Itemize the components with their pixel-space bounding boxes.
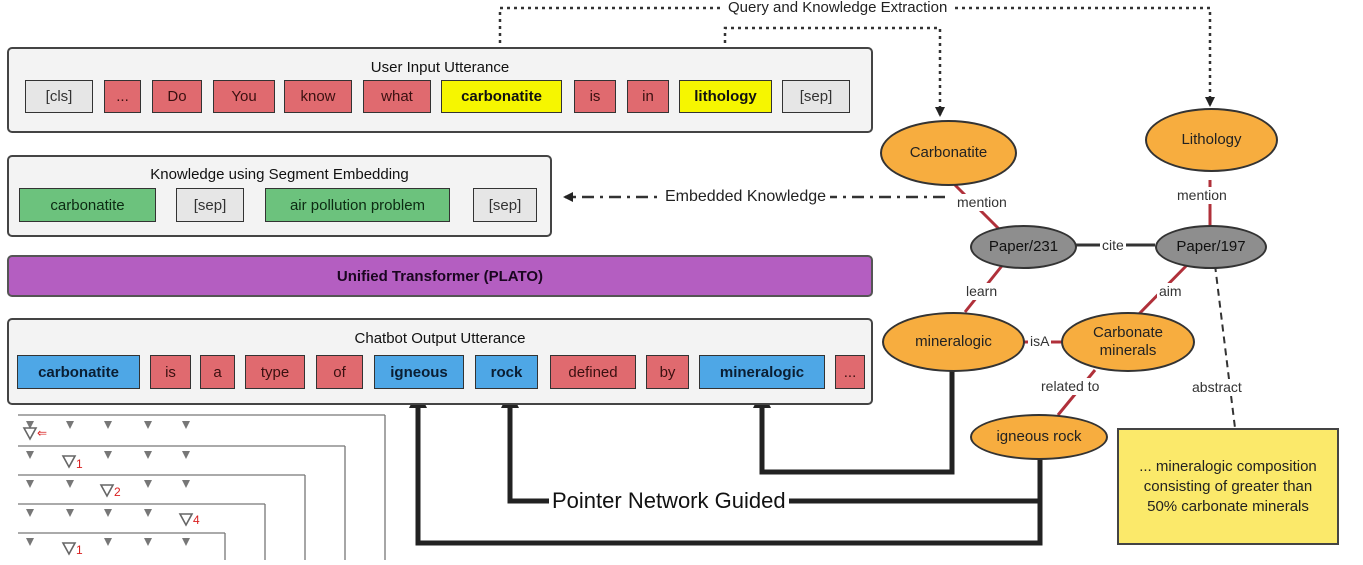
extraction-label: Query and Knowledge Extraction [724, 0, 952, 17]
pointer-inset [18, 414, 386, 560]
edge-abstract [1214, 264, 1236, 429]
pointer-inset-selectors [22, 427, 194, 556]
node-paper-197: Paper/197 [1155, 225, 1267, 269]
user-input-title: User Input Utterance [370, 59, 510, 76]
node-lithology: Lithology [1145, 108, 1278, 172]
output-token-of: of [316, 355, 363, 389]
input-token-do: Do [152, 80, 202, 113]
edge-label-isa: isA [1028, 333, 1052, 350]
input-token-you: You [213, 80, 275, 113]
output-token-defined: defined [550, 355, 636, 389]
input-token-in: in [627, 80, 669, 113]
input-token-lithology: lithology [679, 80, 772, 113]
node-mineralogic: mineralogic [882, 312, 1025, 372]
pointer-arrow-mineralogic [753, 367, 955, 475]
output-token-a: a [200, 355, 235, 389]
output-token-is: is [150, 355, 191, 389]
node-igneous-rock: igneous rock [970, 414, 1108, 460]
input-token-what: what [363, 80, 431, 113]
inset-label-4: 1 [76, 543, 83, 557]
edge-label-mention-1: mention [955, 194, 1009, 211]
inset-label-2: 2 [114, 485, 121, 499]
knowledge-token-air-pollution: air pollution problem [265, 188, 450, 222]
inset-label-3: 4 [193, 513, 200, 527]
output-token-by: by [646, 355, 689, 389]
output-token-rock: rock [475, 355, 538, 389]
pointer-inset-labels: ⇐ 1 2 4 1 [37, 426, 200, 557]
edge-label-related-to: related to [1039, 378, 1102, 395]
edge-label-mention-2: mention [1175, 187, 1229, 204]
output-token-mineralogic: mineralogic [699, 355, 825, 389]
output-token-igneous: igneous [374, 355, 464, 389]
edge-label-learn: learn [964, 283, 1000, 300]
abstract-note: ... mineralogic composition consisting o… [1117, 428, 1339, 545]
edge-label-aim: aim [1157, 283, 1184, 300]
inset-label-1: 1 [76, 457, 83, 471]
pointer-inset-arrows [26, 421, 190, 546]
inset-label-0: ⇐ [37, 426, 47, 440]
extraction-line-carbonatite [498, 6, 1215, 107]
input-token-is: is [574, 80, 616, 113]
node-carbonatite: Carbonatite [880, 120, 1017, 186]
input-token-sep: [sep] [782, 80, 850, 113]
output-token-carbonatite: carbonatite [17, 355, 140, 389]
chatbot-output-title: Chatbot Output Utterance [354, 330, 526, 347]
pointer-network-label: Pointer Network Guided [549, 488, 789, 514]
pointer-arrow-rock [501, 390, 1043, 504]
input-token-carbonatite: carbonatite [441, 80, 562, 113]
embedded-knowledge-label: Embedded Knowledge [661, 188, 831, 206]
knowledge-token-carbonatite: carbonatite [19, 188, 156, 222]
knowledge-token-sep-2: [sep] [473, 188, 537, 222]
input-token-cls: [cls] [25, 80, 93, 113]
node-carbonate-minerals: Carbonate minerals [1061, 312, 1195, 372]
knowledge-token-sep-1: [sep] [176, 188, 244, 222]
edge-label-abstract: abstract [1190, 379, 1244, 396]
output-token-ellipsis: ... [835, 355, 865, 389]
knowledge-title: Knowledge using Segment Embedding [150, 166, 409, 183]
unified-transformer-bar: Unified Transformer (PLATO) [7, 255, 873, 297]
edge-label-cite: cite [1100, 237, 1126, 254]
node-paper-231: Paper/231 [970, 225, 1077, 269]
pointer-arrow-igneous [409, 390, 1043, 546]
extraction-line-lithology [723, 26, 945, 117]
output-token-type: type [245, 355, 305, 389]
input-token-ellipsis: ... [104, 80, 141, 113]
input-token-know: know [284, 80, 352, 113]
